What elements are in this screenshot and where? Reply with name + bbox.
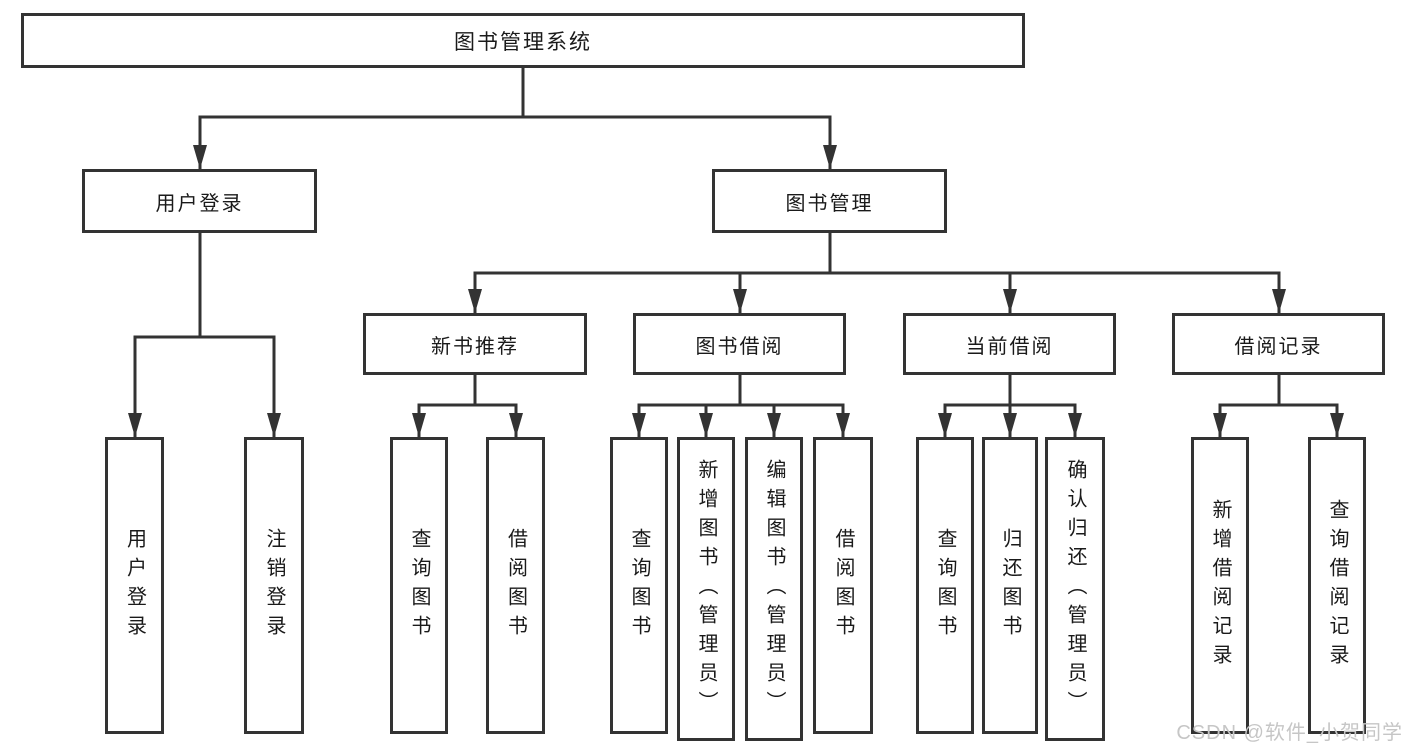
node-leaf-borrow-book-1: 借阅图书	[486, 437, 545, 734]
node-label: 用户登录	[123, 527, 146, 644]
node-borrowing-records: 借阅记录	[1172, 313, 1385, 375]
node-label: 查询图书	[408, 527, 430, 644]
node-label: 借阅图书	[832, 527, 854, 644]
node-label: 新增图书（管理员）	[695, 458, 717, 720]
node-label: 编辑图书（管理员）	[763, 458, 785, 720]
node-label: 查询图书	[628, 527, 650, 644]
node-leaf-query-borrow-record: 查询借阅记录	[1308, 437, 1366, 734]
node-user-login-branch: 用户登录	[82, 169, 317, 233]
node-label: 查询图书	[934, 527, 956, 644]
node-leaf-edit-book-admin: 编辑图书（管理员）	[745, 437, 803, 741]
node-leaf-logout: 注销登录	[244, 437, 304, 734]
node-book-borrowing: 图书借阅	[633, 313, 846, 375]
node-label: 确认归还（管理员）	[1064, 458, 1086, 720]
watermark: CSDN @软件_小贺同学	[1176, 722, 1403, 744]
node-leaf-confirm-return-admin: 确认归还（管理员）	[1045, 437, 1105, 741]
node-label: 借阅图书	[504, 527, 527, 644]
node-new-book-recommend: 新书推荐	[363, 313, 587, 375]
node-leaf-user-login: 用户登录	[105, 437, 164, 734]
node-label: 新增借阅记录	[1209, 498, 1231, 673]
node-current-borrowing: 当前借阅	[903, 313, 1116, 375]
node-leaf-query-book-2: 查询图书	[610, 437, 668, 734]
node-leaf-borrow-book-2: 借阅图书	[813, 437, 873, 734]
node-book-management: 图书管理	[712, 169, 947, 233]
node-root: 图书管理系统	[21, 13, 1025, 68]
node-leaf-add-borrow-record: 新增借阅记录	[1191, 437, 1249, 734]
node-label: 查询借阅记录	[1326, 498, 1348, 673]
node-leaf-return-book: 归还图书	[982, 437, 1038, 734]
node-leaf-query-book-3: 查询图书	[916, 437, 974, 734]
node-leaf-add-book-admin: 新增图书（管理员）	[677, 437, 735, 741]
node-label: 注销登录	[263, 527, 285, 644]
node-leaf-query-book-1: 查询图书	[390, 437, 448, 734]
node-label: 归还图书	[999, 527, 1021, 644]
